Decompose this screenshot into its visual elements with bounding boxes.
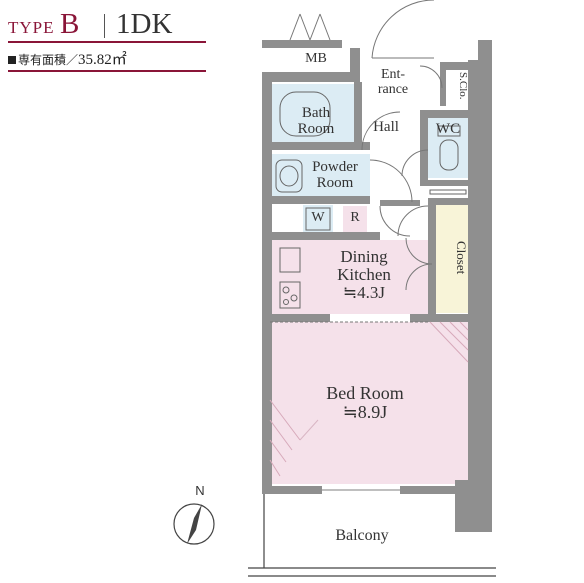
wall-powder-bottom [270,196,370,204]
wall-right-column [478,40,492,530]
entrance-door-icon [371,0,434,59]
compass-needle-icon [187,504,202,544]
compass-ring [173,503,215,545]
wall-wc-left [420,110,428,186]
wall-corner-column [455,480,492,532]
dining-kitchen-fill [270,240,430,314]
mb-door-left-icon [289,13,311,41]
wall-left [262,72,272,492]
wash-basin-icon [275,159,303,193]
wall-mb-right [350,48,360,82]
title-separator [104,14,105,38]
wc-door-icon [401,149,429,177]
mb-door-right-icon [309,13,331,41]
sink-icon [279,247,301,273]
wall-wc-bottom [420,180,470,186]
hatch-top-right [429,321,469,363]
dk-door-icon [379,205,411,237]
layout-type: 1DK [116,8,173,40]
walls [262,40,492,532]
room-fills [270,84,468,484]
wall-sclo-left [440,62,446,106]
wc-fill [428,118,468,178]
header-rule-top [8,41,206,43]
closet-label: Closet [454,241,469,275]
stove-icon [279,281,301,309]
washer-fill [303,205,333,232]
bath-room-fill [270,84,354,142]
wall-bottom-left [262,486,322,494]
wall-hall-bottom [380,200,420,206]
doors [289,0,443,441]
washer-icon [305,207,331,231]
powder-room-label: Powder Room [312,159,358,191]
washer-label: W [311,210,325,225]
wall-right [468,60,478,492]
wall-bath-right [354,82,362,150]
wc-label: WC [435,121,461,137]
compass-north-label: N [195,483,205,498]
wall-closet-left [428,198,436,314]
refrigerator-fill [343,206,367,232]
balcony-label: Balcony [335,527,389,544]
dk-door2-icon [397,205,429,237]
sclo-door-icon [419,65,443,89]
burner-1-icon [282,286,290,294]
bedroom-hatch [269,321,469,477]
wall-bath-bottom [270,142,370,150]
closet-door-icon [405,237,433,291]
bath-room-label: Bath Room [297,105,335,137]
wall-top-left [262,40,342,48]
burner-2-icon [290,294,298,302]
wall-upper [262,72,358,82]
wall-wc-top [420,110,470,118]
wall-closet-top [428,198,468,205]
bed-room-label: Bed Room ≒8.9J [326,383,404,422]
powder-door-icon [369,159,413,203]
fixtures [275,91,467,309]
closet-fill [436,205,468,313]
type-title: TYPE B 1DK [8,4,208,40]
wall-dk-bottom-right [410,314,468,322]
wall-dk-bottom-left [270,314,330,322]
dining-kitchen-label: Dining Kitchen ≒4.3J [337,247,391,302]
powder-room-fill [270,154,370,196]
entrance-label: Ent- rance [377,67,409,97]
area-info: 専有面積／35.82㎡ [8,48,127,69]
toilet-tank-icon [437,125,461,137]
type-word: TYPE [8,18,55,37]
square-bullet-icon [8,56,16,64]
header-rule-bottom [8,70,206,72]
wall-sclo-top [440,62,468,70]
refrigerator-label: R [350,210,360,225]
bedroom-light-icon [299,419,319,441]
sclo-label: S.Clo. [457,72,469,100]
compass-icon [173,503,215,545]
area-value: 35.82㎡ [78,52,127,68]
mb-label: MB [305,51,327,66]
bathtub-icon [279,91,331,137]
plan-header: TYPE B 1DK 専有面積／35.82㎡ [0,0,208,75]
hall-door-icon [361,111,401,151]
shelf-icon [429,189,467,195]
hall-label: Hall [373,119,399,135]
burner-3-icon [283,299,289,305]
type-letter: B [60,8,80,40]
wall-dk-top [270,232,380,240]
area-label: 専有面積／ [18,53,79,67]
bed-room-fill [270,322,468,484]
toilet-icon [439,139,459,171]
hatch-bottom-left [269,399,301,477]
balcony [248,489,496,577]
basin-bowl-icon [279,165,299,187]
wall-bottom-right [400,486,460,494]
